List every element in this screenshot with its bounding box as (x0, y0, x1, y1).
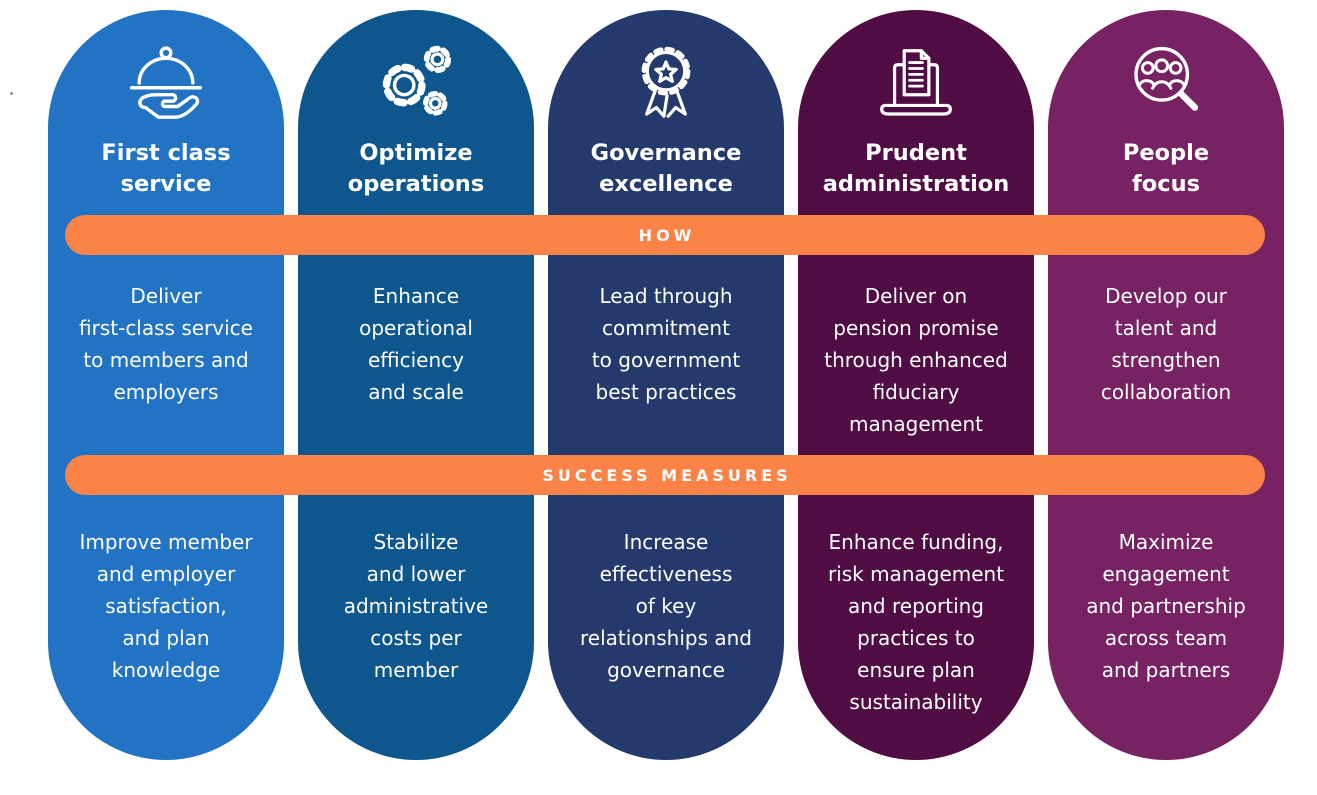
laptop-report-icon (798, 34, 1034, 134)
pillar-title: People focus (1122, 140, 1210, 197)
pillar-success-text: Maximize engagement and partnership acro… (1086, 530, 1246, 682)
pillar-first-class-service: First class service Deliver first-class … (48, 10, 284, 760)
pillar-how-text: Deliver first-class service to members a… (79, 284, 253, 404)
pillar-success-text: Increase effectiveness of key relationsh… (580, 530, 752, 682)
pillar-optimize-operations: Optimize operations Enhance operational … (298, 10, 534, 760)
stray-artifact-dot (10, 92, 13, 95)
people-search-icon (1048, 34, 1284, 134)
how-band-label: HOW (638, 225, 696, 245)
success-measures-band: SUCCESS MEASURES (65, 455, 1265, 495)
pillar-success-text: Stabilize and lower administrative costs… (343, 530, 489, 682)
pillar-title: Optimize operations (347, 140, 485, 197)
pillar-title: Governance excellence (590, 140, 742, 197)
gears-icon (298, 34, 534, 134)
how-band: HOW (65, 215, 1265, 255)
pillar-success-text: Improve member and employer satisfaction… (79, 530, 253, 682)
pillar-prudent-administration: Prudent administration Deliver on pensio… (798, 10, 1034, 760)
pillar-title: Prudent administration (822, 140, 1010, 197)
pillar-title: First class service (101, 140, 231, 197)
room-service-icon (48, 34, 284, 134)
pillar-how-text: Develop our talent and strengthen collab… (1100, 284, 1232, 404)
pillar-how-text: Deliver on pension promise through enhan… (824, 284, 1008, 436)
award-ribbon-icon (548, 34, 784, 134)
pillar-governance-excellence: Governance excellence Lead through commi… (548, 10, 784, 760)
pillar-how-text: Lead through commitment to government be… (591, 284, 741, 404)
success-measures-band-label: SUCCESS MEASURES (542, 465, 792, 485)
pillar-how-text: Enhance operational efficiency and scale (359, 284, 473, 404)
pillar-people-focus: People focus Develop our talent and stre… (1048, 10, 1284, 760)
pillar-success-text: Enhance funding, risk management and rep… (827, 530, 1005, 714)
